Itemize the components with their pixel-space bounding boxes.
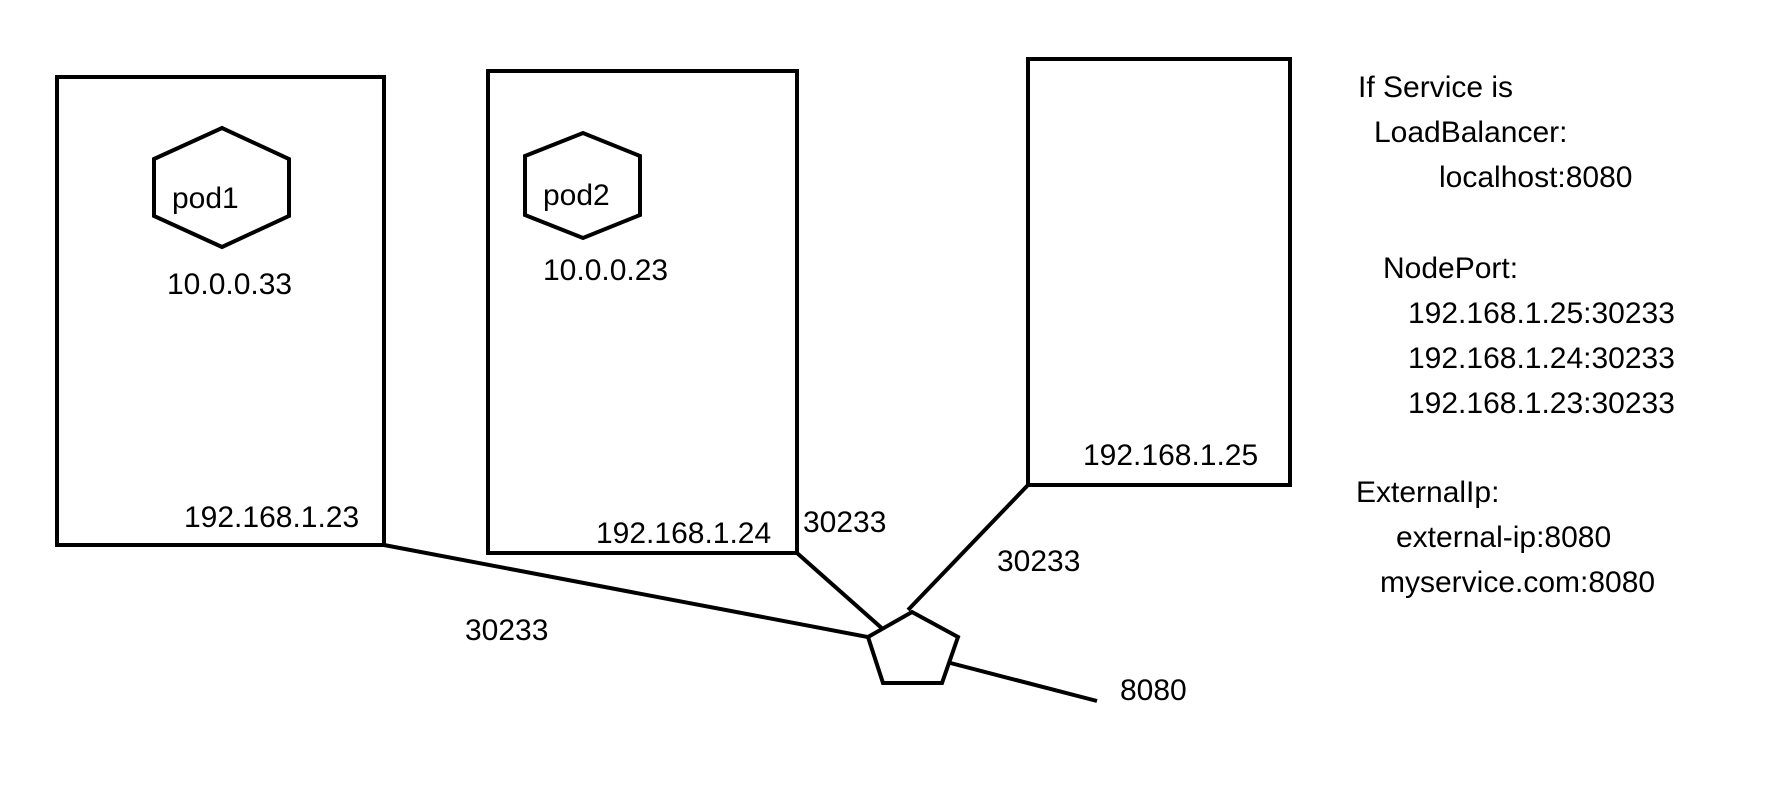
pod2-hexagon-icon	[523, 130, 642, 241]
node-port-address: 192.168.1.25:30233	[1408, 297, 1675, 330]
service-type-notes: If Service is LoadBalancer: localhost:80…	[1356, 71, 1675, 599]
node3-ip: 192.168.1.25	[1083, 439, 1258, 472]
node2-ip: 192.168.1.24	[596, 517, 771, 550]
pod1-hexagon-icon	[152, 125, 291, 250]
node-port-address: 192.168.1.24:30233	[1408, 342, 1675, 375]
node-2-box	[486, 69, 799, 555]
service-pentagon-icon	[865, 609, 961, 685]
pod2-ip: 10.0.0.23	[543, 254, 668, 287]
node3-port-label: 30233	[997, 545, 1080, 578]
external-ip-address: myservice.com:8080	[1380, 566, 1655, 599]
node1-ip: 192.168.1.23	[184, 501, 359, 534]
service-to-external-link	[934, 657, 1098, 703]
node1-port-label: 30233	[465, 614, 548, 647]
pod2-label: pod2	[543, 179, 610, 212]
external-ip-label: ExternalIp:	[1356, 476, 1499, 509]
load-balancer-address: localhost:8080	[1439, 161, 1632, 194]
notes-heading: If Service is	[1358, 71, 1513, 104]
node-port-label: NodePort:	[1383, 252, 1518, 285]
node2-port-label: 30233	[803, 506, 886, 539]
node2-to-service-link	[795, 551, 887, 633]
pod1-label: pod1	[172, 182, 239, 215]
pod1-ip: 10.0.0.33	[167, 268, 292, 301]
service-port-label: 8080	[1120, 674, 1187, 707]
load-balancer-label: LoadBalancer:	[1374, 116, 1567, 149]
node-3-box	[1026, 57, 1292, 487]
external-ip-address: external-ip:8080	[1396, 521, 1611, 554]
node-port-address: 192.168.1.23:30233	[1408, 387, 1675, 420]
node1-to-service-link	[383, 543, 874, 640]
node3-to-service-link	[906, 483, 1030, 612]
